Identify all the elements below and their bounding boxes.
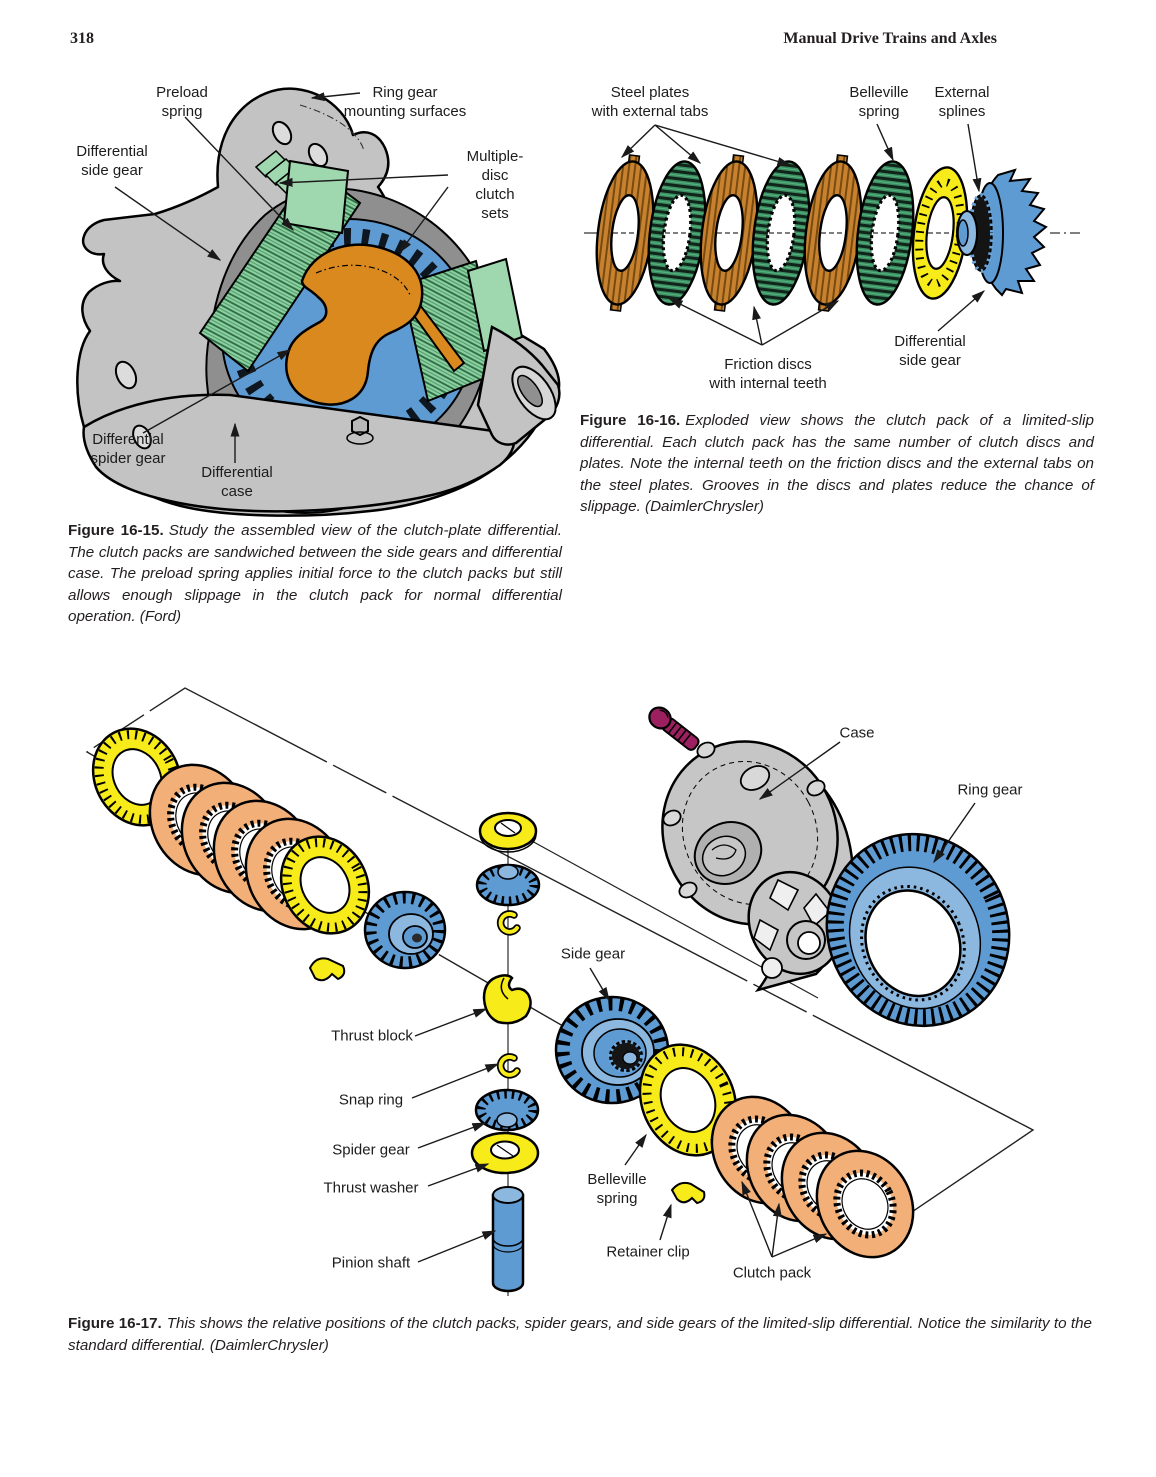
fig16-illustration — [584, 123, 1083, 346]
label-ring-gear-mounting: Ring gear mounting surfaces — [343, 83, 467, 120]
figure-16-15: Preload spring Ring gear mounting surfac… — [60, 75, 565, 525]
fig17-bolt — [648, 706, 725, 769]
label-pinion-shaft: Pinion shaft — [331, 1254, 411, 1272]
label-retainer-clip: Retainer clip — [606, 1243, 690, 1261]
fig17-illustration — [85, 687, 1035, 1296]
label-ring-gear: Ring gear — [957, 781, 1023, 799]
fig15-leader-arrows — [114, 92, 449, 463]
fig15-case-front-bar — [82, 360, 516, 513]
fig16-differential-side-gear — [956, 168, 1048, 297]
fig17-retainer-clip-left — [308, 957, 346, 982]
label-external-splines: External splines — [934, 83, 990, 120]
fig15-interior — [198, 149, 524, 514]
fig17-thrust-washer-top — [478, 811, 538, 853]
page-number: 318 — [70, 30, 94, 47]
label-thrust-block: Thrust block — [331, 1027, 413, 1045]
figure-16-17: Case Ring gear Side gear Thrust block Sn… — [60, 668, 1100, 1313]
label-diff-side-gear-16: Differential side gear — [894, 332, 966, 369]
caption-16-number: Figure 16-16. — [580, 412, 681, 429]
label-steel-plates: Steel plates with external tabs — [591, 83, 709, 120]
label-spider-gear: Spider gear — [332, 1141, 410, 1159]
label-differential-side-gear: Differential side gear — [76, 142, 148, 179]
fig17-belleville-right — [638, 1043, 738, 1157]
fig15-axle-trunnion — [476, 325, 561, 446]
fig17-spider-gear-bottom — [474, 1088, 540, 1132]
caption-17-number: Figure 16-17. — [68, 1315, 162, 1332]
label-preload-spring: Preload spring — [156, 83, 208, 120]
fig15-spider-gear — [285, 243, 466, 406]
label-differential-case: Differential case — [201, 463, 273, 500]
fig17-leader-arrows — [411, 741, 976, 1263]
fig17-thrust-washer-bottom — [470, 1131, 540, 1175]
fig17-side-gear-left — [363, 890, 447, 970]
fig16-leader-arrows — [620, 123, 986, 346]
fig15-illustration — [76, 87, 561, 517]
fig15-case-bolt — [351, 415, 369, 437]
fig17-case — [661, 740, 855, 993]
fig17-ring-gear — [825, 832, 1011, 1028]
fig17-clutch-pack-left — [148, 763, 348, 931]
figure-16-16: Steel plates with external tabs Bellevil… — [578, 75, 1138, 410]
fig17-thrust-block — [482, 974, 532, 1025]
fig15-clutch-pack-left — [198, 149, 362, 373]
fig17-pinion-shaft — [491, 1186, 525, 1293]
fig17-snap-ring-bottom — [496, 1053, 521, 1079]
caption-figure-16-15: Figure 16-15.Study the assembled view of… — [68, 520, 562, 628]
caption-figure-16-17: Figure 16-17.This shows the relative pos… — [68, 1313, 1092, 1356]
caption-figure-16-16: Figure 16-16.Exploded view shows the clu… — [580, 410, 1094, 518]
label-snap-ring: Snap ring — [338, 1091, 404, 1109]
fig17-side-gear-right — [554, 995, 670, 1105]
label-multiple-disc-clutch: Multiple-disc clutch sets — [466, 147, 524, 223]
caption-15-number: Figure 16-15. — [68, 522, 164, 539]
fig17-clutch-pack-right — [710, 1095, 915, 1259]
fig15-clutch-pack-right — [400, 257, 524, 403]
label-belleville-spring-17: Belleville spring — [587, 1170, 647, 1207]
label-clutch-pack: Clutch pack — [732, 1264, 812, 1282]
label-side-gear: Side gear — [560, 945, 626, 963]
fig17-retainer-clip-right — [670, 1181, 706, 1205]
caption-15-text: Study the assembled view of the clutch-p… — [68, 522, 562, 626]
caption-16-text: Exploded view shows the clutch pack of a… — [580, 412, 1094, 516]
label-belleville-spring-16: Belleville spring — [849, 83, 909, 120]
page-header-title: Manual Drive Trains and Axles — [783, 30, 997, 47]
fig17-snap-ring-top — [496, 910, 521, 936]
label-differential-spider-gear: Differential spider gear — [90, 430, 166, 467]
fig16-external-splines — [968, 193, 994, 273]
label-thrust-washer: Thrust washer — [323, 1179, 419, 1197]
label-friction-discs: Friction discs with internal teeth — [709, 355, 827, 392]
fig17-belleville-left-2 — [279, 835, 371, 935]
caption-17-text: This shows the relative positions of the… — [68, 1315, 1092, 1354]
label-case: Case — [839, 724, 875, 742]
fig17-spider-gear-top — [475, 863, 541, 907]
